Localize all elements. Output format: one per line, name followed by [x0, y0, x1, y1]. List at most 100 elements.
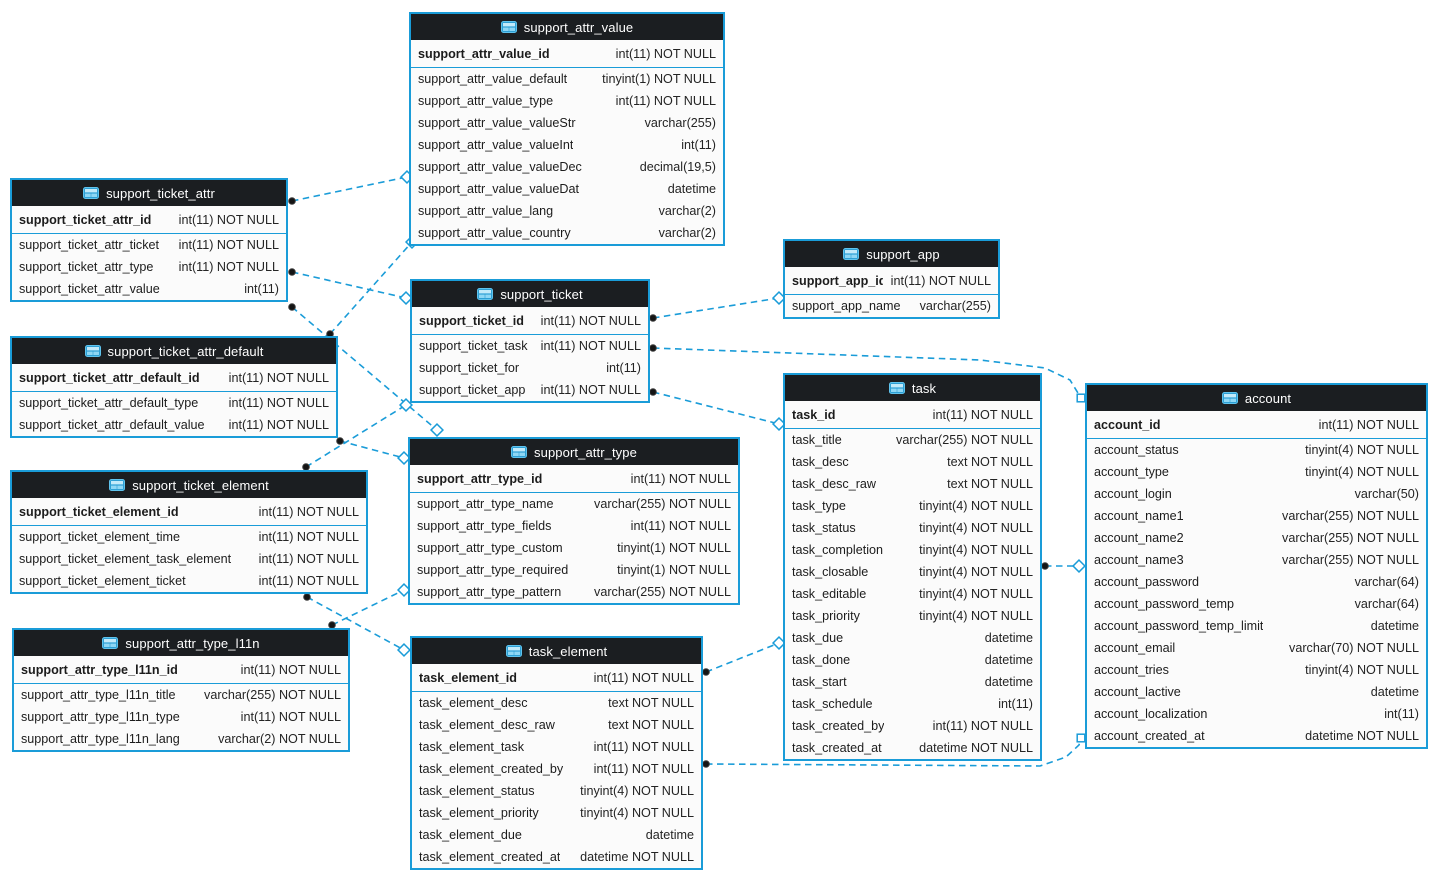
- fk-support_ticket_attr_type-support_attr_type[interactable]: [291, 306, 438, 431]
- fk-support_ticket_task-task[interactable]: [652, 391, 780, 425]
- entity-titlebar[interactable]: support_app: [785, 241, 998, 267]
- entity-titlebar[interactable]: support_ticket_attr: [12, 180, 286, 206]
- entity-titlebar[interactable]: support_ticket: [412, 281, 648, 307]
- entity-titlebar[interactable]: task: [785, 375, 1040, 401]
- fk-support_ticket_app-support_app[interactable]: [652, 297, 780, 319]
- entity-titlebar[interactable]: support_attr_type_l11n: [14, 630, 348, 656]
- entity-titlebar[interactable]: support_ticket_attr_default: [12, 338, 336, 364]
- fk-support_ticket_element_task_element-task_element[interactable]: [306, 596, 405, 651]
- fk-support_ticket_attr_default_value-support_attr_value[interactable]: [329, 241, 413, 335]
- fk-support_ticket_attr_ticket-support_ticket[interactable]: [291, 271, 407, 299]
- entity-titlebar[interactable]: support_attr_value: [411, 14, 723, 40]
- entity-titlebar[interactable]: task_element: [412, 638, 701, 664]
- fk-task_element_created_by-account[interactable]: [705, 737, 1082, 767]
- entity-titlebar[interactable]: account: [1087, 385, 1426, 411]
- fk-support_ticket_attr_default_type-support_attr_type[interactable]: [339, 440, 405, 459]
- fk-support_attr_type_l11n_type-support_attr_type[interactable]: [331, 589, 405, 626]
- entity-titlebar[interactable]: support_attr_type: [410, 439, 738, 465]
